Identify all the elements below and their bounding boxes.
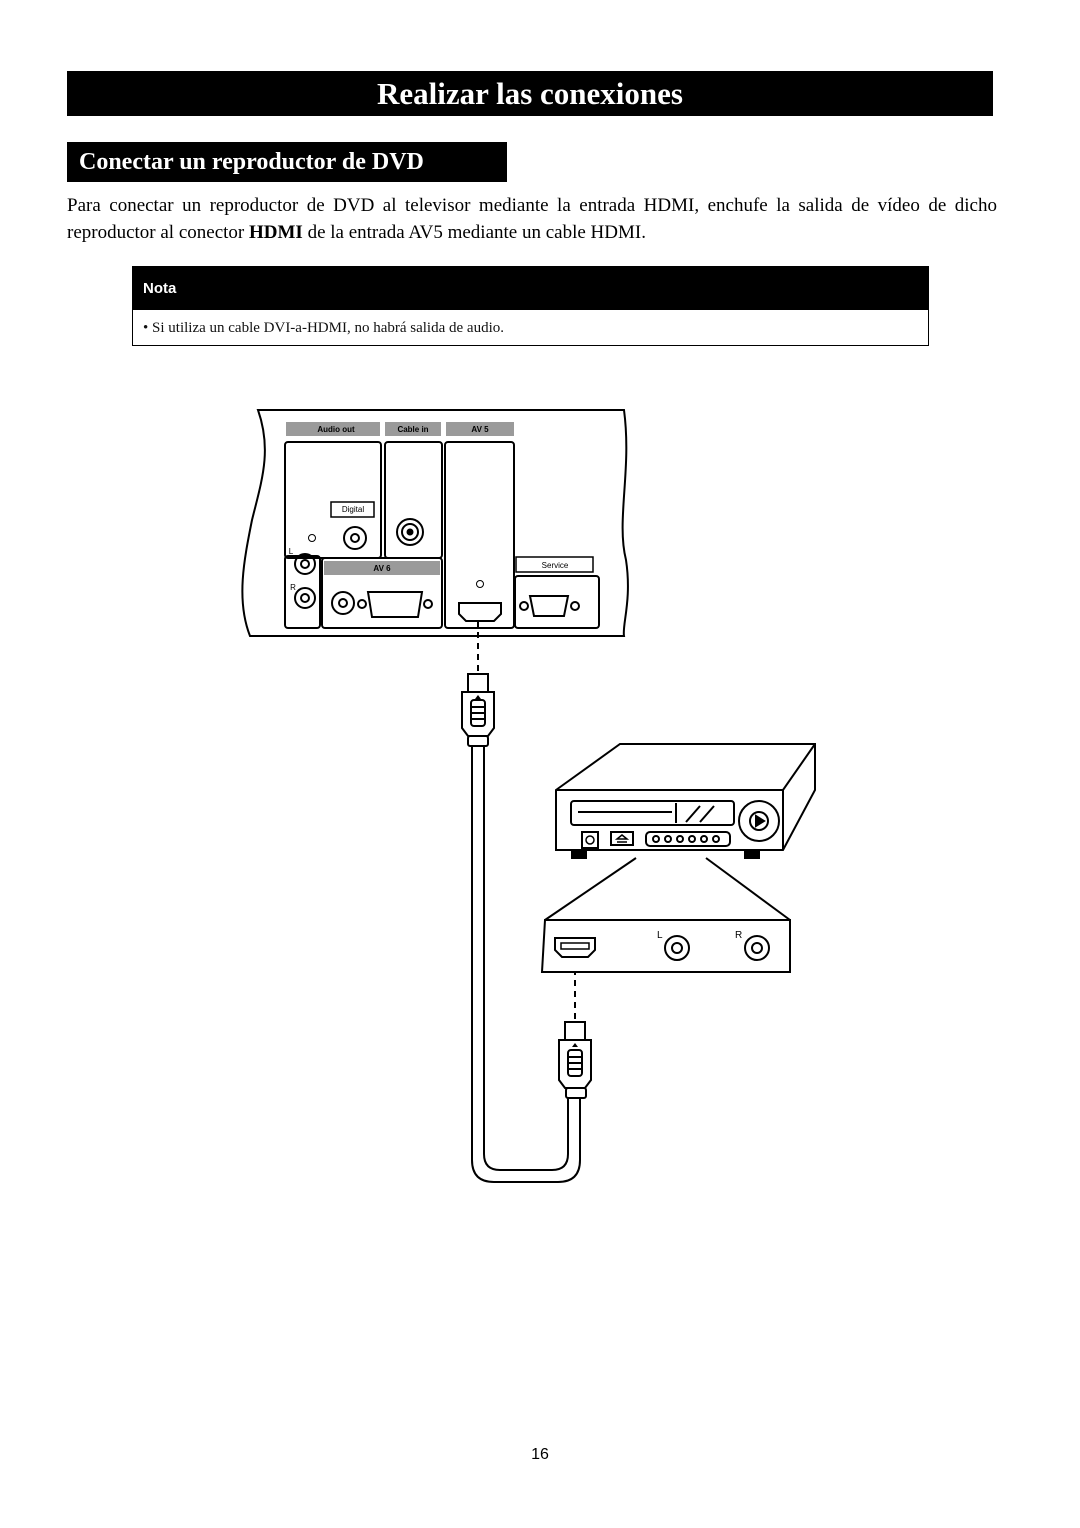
- note-box: Nota • Si utiliza un cable DVI-a-HDMI, n…: [132, 266, 929, 346]
- audio-out-label-bg: [286, 422, 380, 436]
- cable-in-label-bg: [385, 422, 441, 436]
- service-port: [528, 595, 570, 617]
- audio-out-right-jack: [294, 587, 316, 609]
- dvd-disc-tray: [570, 800, 735, 826]
- intro-paragraph: Para conectar un reproductor de DVD al t…: [67, 192, 997, 246]
- intro-text-end: de la entrada AV5 mediante un cable HDMI…: [302, 222, 646, 243]
- dvd-audio-right-jack: [744, 935, 770, 961]
- page-number: 16: [531, 1446, 549, 1463]
- dvd-audio-left-jack: [664, 935, 690, 961]
- hdmi-port-av5: [458, 602, 502, 622]
- note-bullet: •: [143, 320, 149, 336]
- cable-in-label: Cable in: [397, 425, 428, 434]
- audio-out-left-jack: [294, 553, 316, 575]
- service-label: Service: [542, 561, 569, 570]
- intro-text-start: Para conectar un reproductor de DVD al t…: [67, 195, 997, 243]
- av6-label-bg: [324, 561, 440, 575]
- av6-label: AV 6: [373, 564, 391, 573]
- av5-label: AV 5: [471, 425, 489, 434]
- dvd-left-label: L: [657, 930, 663, 941]
- dvd-rear-panel: [540, 919, 791, 973]
- av5-label-bg: [446, 422, 514, 436]
- note-item: • Si utiliza un cable DVI-a-HDMI, no hab…: [133, 310, 928, 337]
- dvd-control-buttons: [645, 831, 731, 847]
- service-label-box: [515, 556, 594, 573]
- tv-panel-labels: Audio out Cable in AV 5 AV 6: [317, 425, 489, 573]
- av6-audio-jack: [331, 591, 355, 615]
- note-heading: Nota: [133, 267, 928, 310]
- dvd-player: [544, 743, 816, 921]
- digital-label-box: [330, 501, 375, 518]
- dvd-power-button: [581, 831, 599, 849]
- cable-in-jack: [396, 518, 424, 546]
- intro-bold-hdmi: HDMI: [249, 222, 303, 243]
- hdmi-plug-bottom-tip: [564, 1021, 586, 1041]
- dvd-hdmi-output: [554, 937, 596, 958]
- hdmi-plug-top-tip: [467, 673, 489, 693]
- hdmi-cable: [461, 621, 592, 1183]
- page-title: Realizar las conexiones: [67, 71, 993, 116]
- note-text: Si utiliza un cable DVI-a-HDMI, no habrá…: [152, 320, 504, 336]
- vga-port: [366, 591, 424, 618]
- dvd-right-label: R: [735, 930, 742, 941]
- digital-label: Digital: [342, 505, 364, 514]
- dvd-eject-button: [610, 831, 634, 846]
- audio-out-label: Audio out: [317, 425, 355, 434]
- tv-back-panel: [241, 409, 629, 637]
- tv-left-label: L: [289, 547, 294, 556]
- digital-audio-jack: [343, 526, 367, 550]
- dvd-navigation-pad: [738, 800, 780, 842]
- section-title: Conectar un reproductor de DVD: [67, 142, 507, 182]
- tv-right-label: R: [290, 583, 296, 592]
